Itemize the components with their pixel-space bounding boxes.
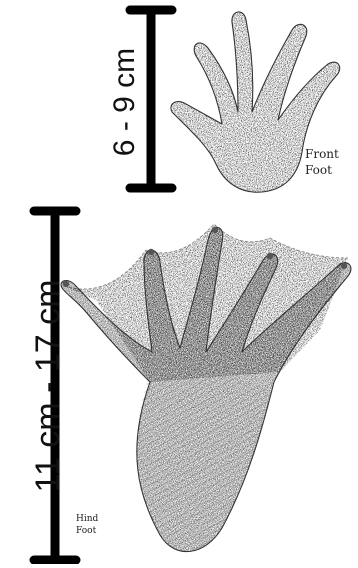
hind-foot-hatching [120,370,290,564]
hind-foot-caption-line2: Foot [76,525,98,537]
front-foot-caption: Front Foot [305,146,339,178]
front-foot-caption-line2: Foot [305,162,339,178]
hind-toe-tip-4 [267,253,273,259]
hind-toe-tip-2 [148,249,154,255]
front-foot-caption-line1: Front [305,146,339,162]
hind-toe-tip-5 [341,263,347,269]
hind-toe-tip-3 [212,227,218,233]
hind-foot-sketch [61,224,351,564]
hind-foot-caption: Hind Foot [76,513,98,537]
hind-foot-caption-line1: Hind [76,513,98,525]
hind-foot-measurement: 11 cm - 17 cm [28,261,68,511]
front-foot-measurement: 6 - 9 cm [107,42,143,162]
